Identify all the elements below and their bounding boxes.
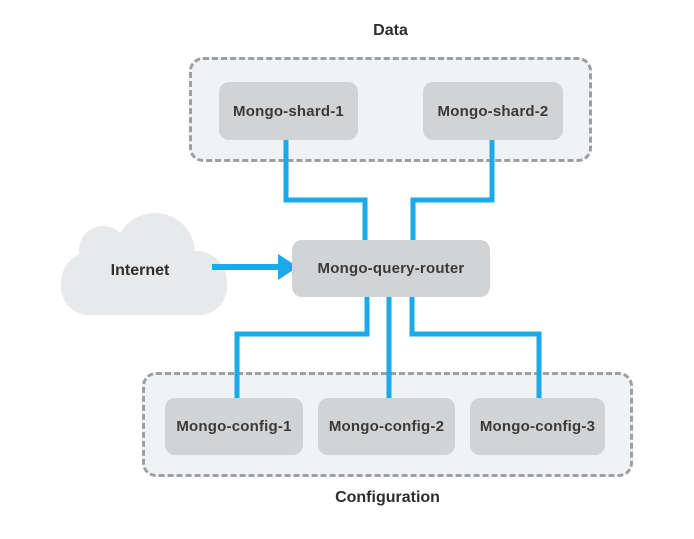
config-group-label: Configuration [335,489,440,506]
node-mongo-shard-1: Mongo-shard-1 [219,82,358,140]
node-mongo-shard-2: Mongo-shard-2 [423,82,563,140]
node-mongo-config-2: Mongo-config-2 [318,398,455,455]
node-mongo-query-router: Mongo-query-router [292,240,490,297]
node-mongo-config-1: Mongo-config-1 [165,398,303,455]
data-group-label: Data [373,22,408,39]
internet-label: Internet [110,262,170,279]
internet-to-router-arrow [212,254,298,280]
node-mongo-config-3: Mongo-config-3 [470,398,605,455]
